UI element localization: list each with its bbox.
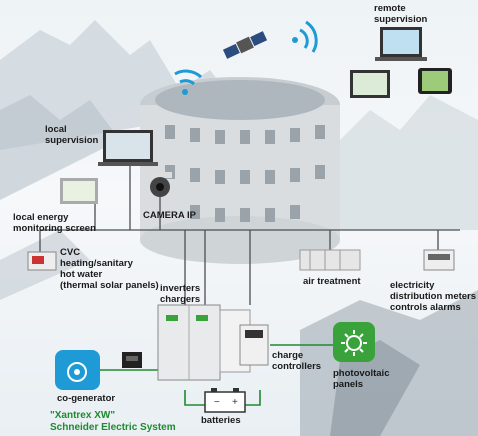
monitor-icon bbox=[350, 70, 390, 98]
air-treatment-label: air treatment bbox=[303, 276, 361, 287]
laptop-icon bbox=[98, 130, 158, 166]
xantrex-subtitle: Schneider Electric System bbox=[50, 422, 176, 433]
air-treatment-unit bbox=[299, 249, 361, 271]
remote-supervision-label: remote supervision bbox=[374, 3, 428, 25]
meter-icon bbox=[423, 249, 455, 271]
camera-icon bbox=[148, 172, 172, 197]
power-lines bbox=[100, 344, 335, 406]
batteries-label: batteries bbox=[201, 415, 241, 426]
phone-icon bbox=[418, 68, 452, 94]
co-generator-label: co-generator bbox=[57, 393, 116, 404]
charge-controller-icon bbox=[239, 324, 269, 366]
local-energy-monitoring-label: local energy monitoring screen bbox=[13, 212, 96, 234]
laptop-icon bbox=[375, 27, 427, 61]
local-supervision-label: local supervision bbox=[45, 124, 99, 146]
satellite-icon bbox=[222, 31, 268, 59]
photovoltaic-panels-label: photovoltaic panels bbox=[333, 368, 390, 390]
camera-ip-label: CAMERA IP bbox=[143, 210, 196, 221]
building bbox=[140, 77, 340, 264]
cvc-label: CVC heating/sanitary hot water (thermal … bbox=[60, 247, 159, 291]
monitor-icon bbox=[60, 178, 98, 204]
wifi-icon bbox=[174, 69, 203, 95]
charge-controllers-label: charge controllers bbox=[272, 350, 322, 372]
wifi-icon bbox=[292, 20, 318, 53]
battery-icon: − + bbox=[204, 388, 246, 413]
sun-icon bbox=[333, 322, 375, 362]
network-lines bbox=[39, 165, 460, 305]
inverter-cabinet bbox=[157, 304, 251, 381]
svg-text:−: − bbox=[214, 397, 220, 408]
xantrex-title: "Xantrex XW" bbox=[50, 410, 116, 421]
control-box-icon bbox=[122, 352, 142, 368]
cvc-panel-icon bbox=[27, 251, 57, 271]
inverters-chargers-label: inverters chargers bbox=[160, 283, 201, 305]
svg-text:+: + bbox=[232, 397, 238, 408]
electricity-meters-label: electricity distribution meters controls… bbox=[390, 280, 477, 313]
generator-icon bbox=[55, 350, 100, 390]
